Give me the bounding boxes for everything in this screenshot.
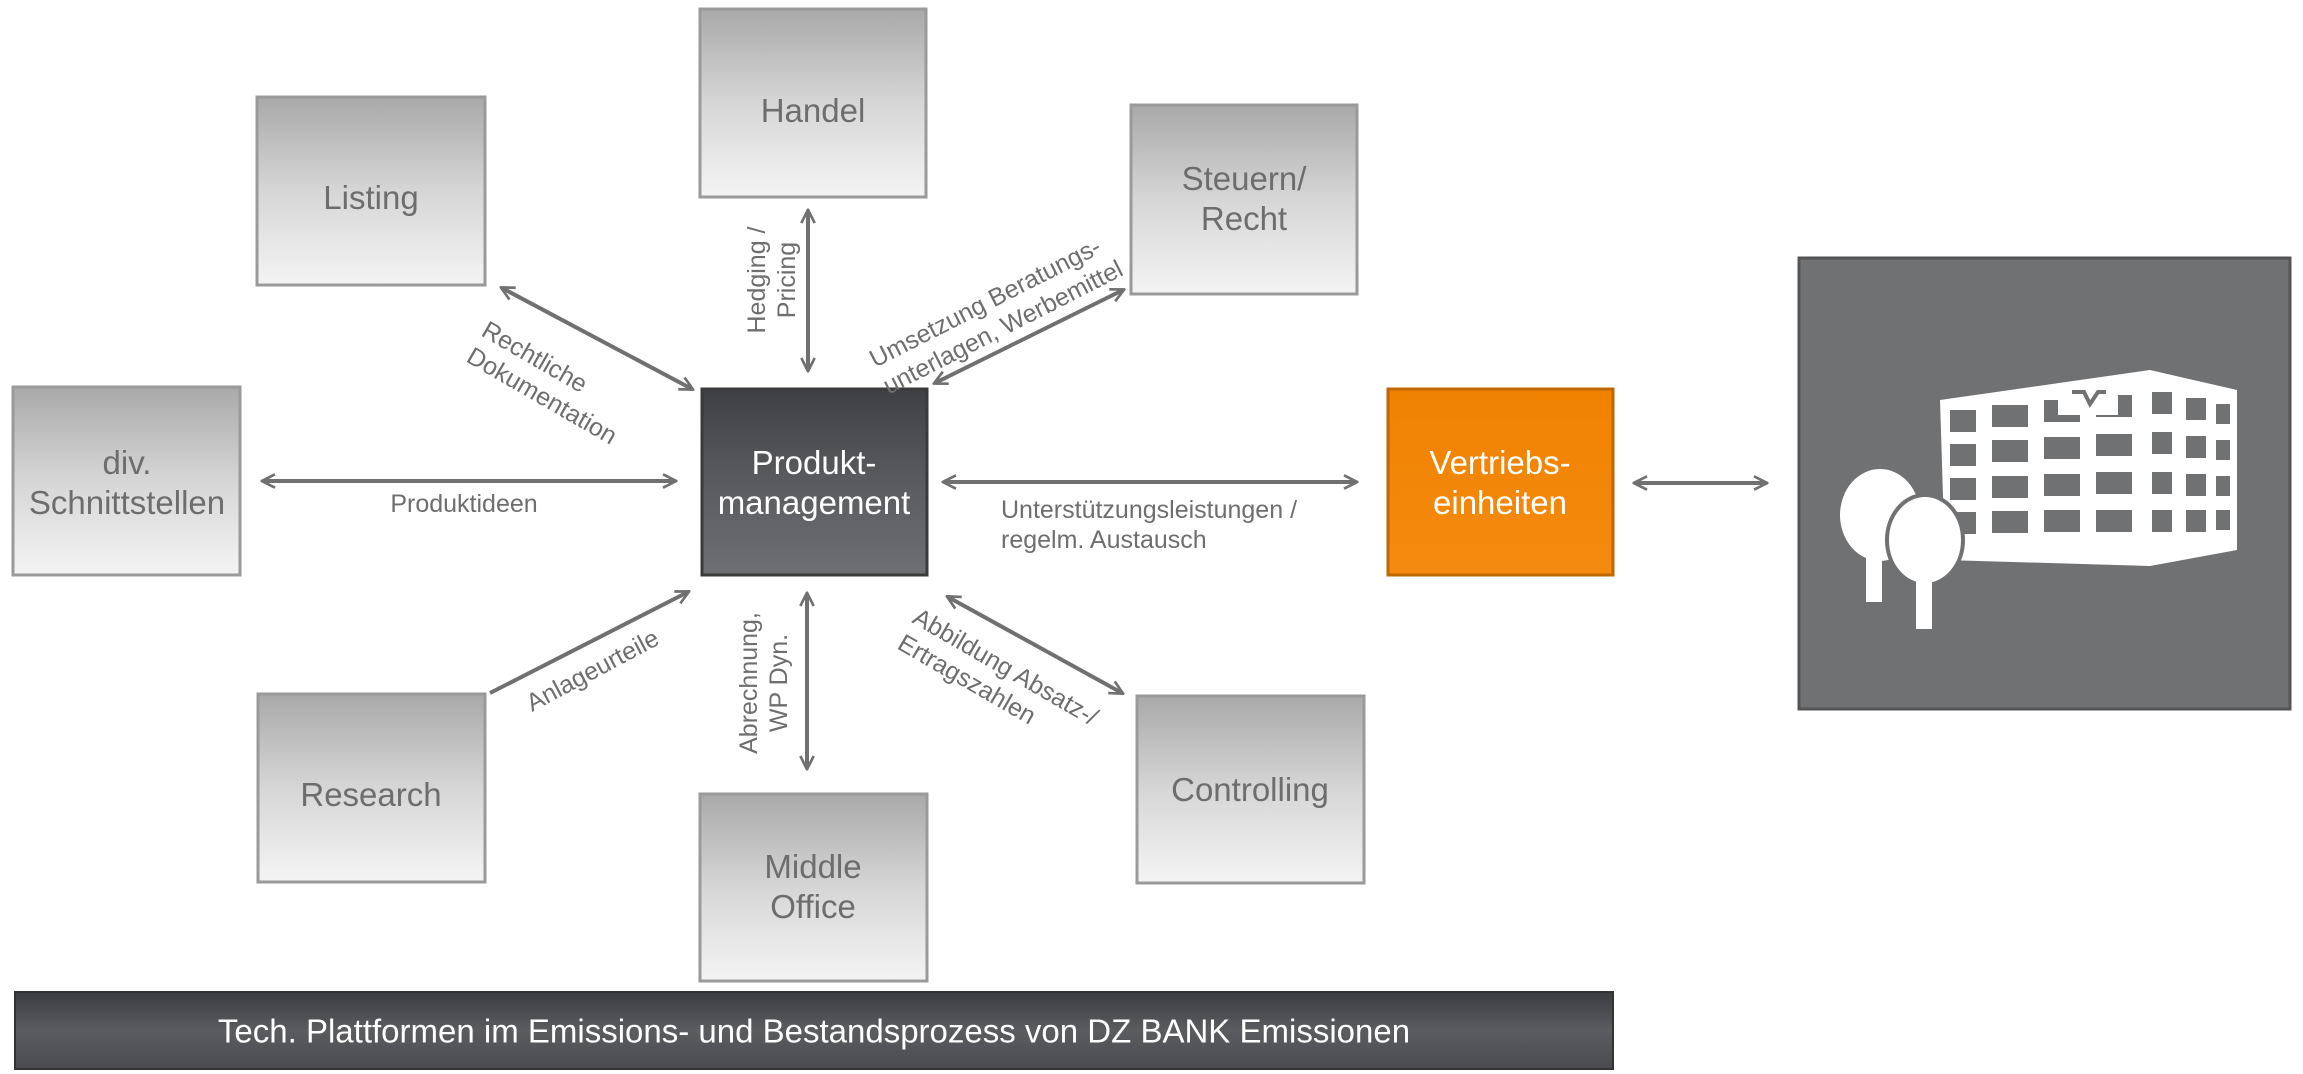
node-research-line: Research <box>300 776 441 813</box>
node-steuern-line: Steuern/ <box>1182 160 1308 197</box>
edge-label-abrechnung: Abrechnung,WP Dyn. <box>735 612 793 754</box>
node-handel-line: Handel <box>761 92 866 129</box>
node-schnittstellen-line: div. <box>103 444 152 481</box>
edge-label-produktideen: Produktideen <box>390 490 537 518</box>
bank-panel <box>1797 256 2292 711</box>
node-vertrieb-label: Vertriebs-einheiten <box>1429 444 1570 521</box>
arrow-research-produkt <box>489 590 689 695</box>
edge-unterstuetzung-line: Unterstützungsleistungen / <box>1001 496 1297 524</box>
node-handel-label: Handel <box>761 92 866 129</box>
node-vertrieb-line: Vertriebs- <box>1429 444 1570 481</box>
node-research-label: Research <box>300 776 441 813</box>
node-vertriebseinheiten: Vertriebs-einheiten <box>1386 387 1615 577</box>
arrows <box>263 211 1766 768</box>
node-steuern: Steuern/Recht <box>1129 103 1359 296</box>
edge-label-anlageurteile: Anlageurteile <box>522 624 664 717</box>
node-controlling: Controlling <box>1135 694 1366 885</box>
node-schnittstellen-line: Schnittstellen <box>29 484 225 521</box>
edge-label-rechtliche: RechtlicheDokumentation <box>462 316 637 450</box>
node-listing-label: Listing <box>323 179 418 216</box>
edge-unterstuetzung-line: regelm. Austausch <box>1001 526 1207 554</box>
edge-hedging-line: Pricing <box>773 242 801 318</box>
platform-bar: Tech. Plattformen im Emissions- und Best… <box>14 991 1614 1070</box>
node-middle-line: Office <box>770 888 856 925</box>
arrow-controlling-produkt <box>948 597 1122 693</box>
arrow-steuern-produkt <box>935 290 1123 383</box>
node-middle-line: Middle <box>764 848 861 885</box>
node-produktmanagement: Produkt-management <box>700 387 929 577</box>
node-listing: Listing <box>255 95 487 287</box>
platform-bar-label: Tech. Plattformen im Emissions- und Best… <box>218 1013 1410 1050</box>
node-handel: Handel <box>698 7 928 199</box>
edge-abrechnung-line: WP Dyn. <box>765 634 793 732</box>
node-steuern-line: Recht <box>1201 200 1287 237</box>
edge-produktideen-line: Produktideen <box>390 490 537 518</box>
node-vertrieb-line: einheiten <box>1433 484 1567 521</box>
edge-hedging-line: Hedging / <box>743 226 771 333</box>
edge-label-umsetzung: Umsetzung Beratungs-unterlagen, Werbemit… <box>865 228 1127 400</box>
edge-anlageurteile-line: Anlageurteile <box>522 624 664 717</box>
edge-label-hedging: Hedging /Pricing <box>743 226 801 333</box>
edge-abrechnung-line: Abrechnung, <box>735 612 763 754</box>
node-listing-line: Listing <box>323 179 418 216</box>
node-produkt-line: Produkt- <box>752 444 877 481</box>
node-controlling-line: Controlling <box>1171 771 1329 808</box>
node-produkt-line: management <box>718 484 911 521</box>
node-produkt-label: Produkt-management <box>718 444 911 521</box>
arrow-listing-produkt <box>502 288 692 389</box>
bank-building-icon <box>1836 370 2237 629</box>
node-schnittstellen-label: div.Schnittstellen <box>29 444 225 521</box>
edge-label-unterstuetzung: Unterstützungsleistungen /regelm. Austau… <box>1001 496 1297 554</box>
node-schnittstellen: div.Schnittstellen <box>11 385 242 577</box>
node-controlling-label: Controlling <box>1171 771 1329 808</box>
node-research: Research <box>256 692 487 884</box>
node-steuern-label: Steuern/Recht <box>1182 160 1308 237</box>
